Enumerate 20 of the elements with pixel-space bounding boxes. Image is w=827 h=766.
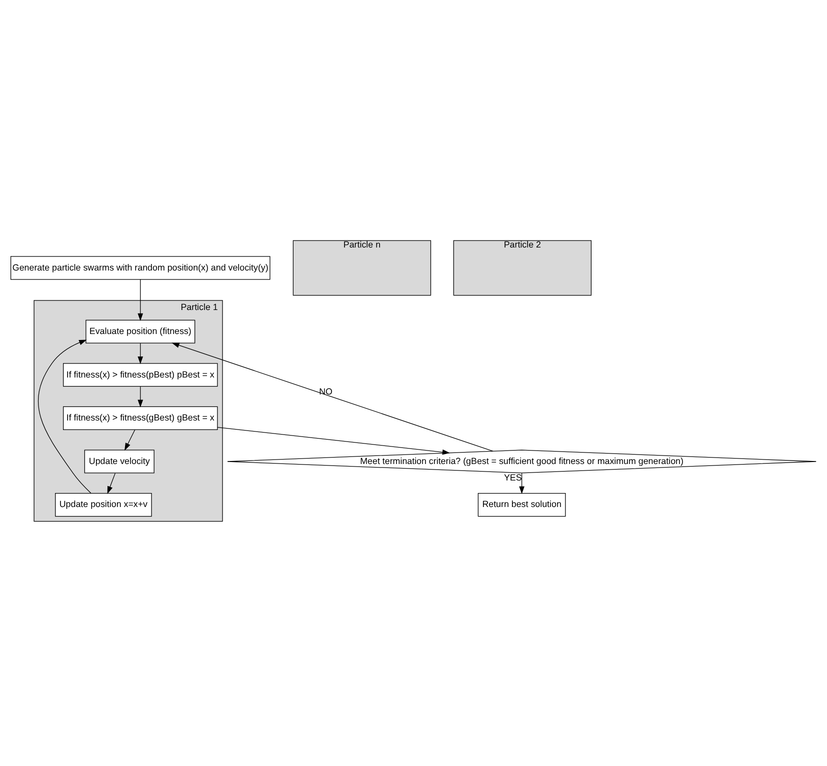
node-box: Particle n [292, 240, 432, 296]
arrow [138, 342, 144, 364]
node-box: Particle 2 [453, 240, 592, 296]
arrow [172, 342, 494, 451]
node-box: If fitness(x) > fitness(gBest) gBest = x [63, 406, 218, 430]
node-box: Evaluate position (fitness) [86, 319, 196, 343]
arrow [124, 429, 136, 450]
arrow [38, 339, 92, 493]
arrow [217, 426, 450, 454]
arrow [107, 472, 116, 494]
edge-label: NO [319, 386, 332, 396]
edge-label: YES [504, 472, 522, 482]
arrow [519, 472, 524, 494]
node-box: Generate particle swarms with random position(x) and velocity(y) [10, 256, 270, 280]
arrow [138, 278, 144, 320]
node-box: Update position x=x+v [55, 492, 152, 516]
arrow [138, 386, 144, 407]
node-box: Return best solution [478, 492, 566, 516]
node-box: If fitness(x) > fitness(pBest) pBest = x [63, 362, 218, 386]
node-box: Update velocity [84, 449, 154, 473]
